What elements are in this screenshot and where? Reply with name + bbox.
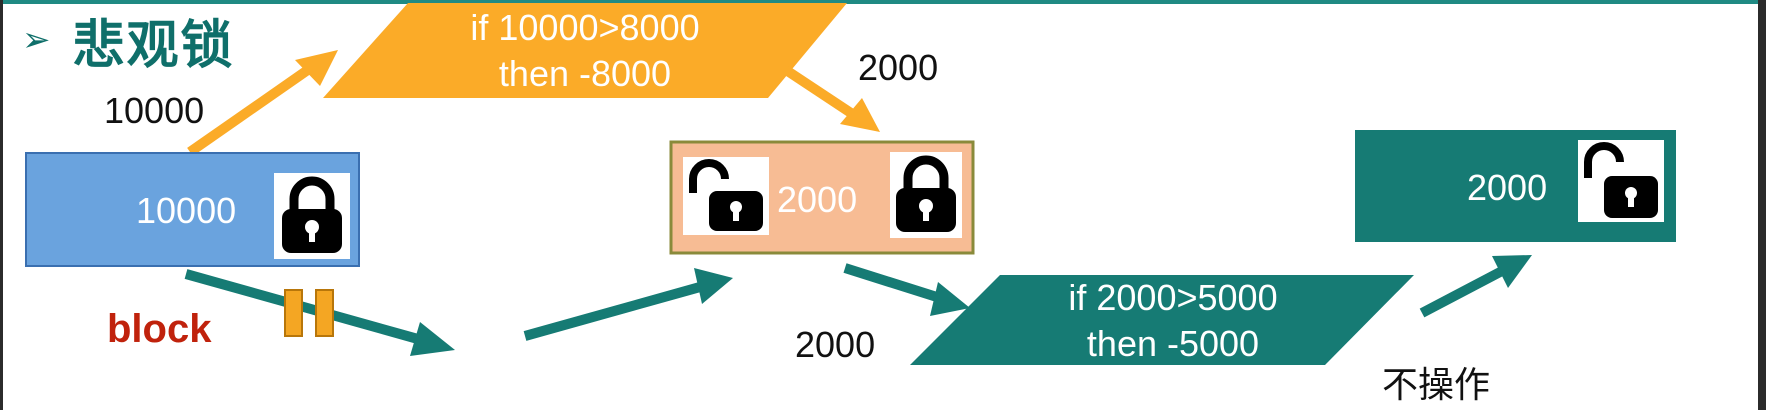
arrow-teal-3 [843, 263, 970, 316]
condition-bottom-text: if 2000>5000 then -5000 [1008, 275, 1338, 367]
condition-bottom-line2: then -5000 [1086, 323, 1260, 364]
arrow-teal-1 [184, 269, 455, 356]
right-border [1758, 0, 1766, 410]
condition-bottom-line1: if 2000>5000 [1068, 277, 1278, 318]
condition-top-line1: if 10000>8000 [470, 7, 700, 48]
label-second-read-value: 2000 [795, 324, 876, 365]
condition-top-line2: then -8000 [498, 53, 672, 94]
label-initial-read-value: 10000 [104, 90, 205, 131]
page-title: 悲观锁 [72, 15, 235, 76]
title-block: ➢ 悲观锁 [22, 8, 235, 76]
top-border [0, 0, 1766, 4]
condition-bottom-shape [910, 275, 1414, 365]
box-final-value: 2000 [1467, 167, 1548, 208]
label-write-value: 2000 [858, 47, 939, 88]
arrow-teal-2 [523, 268, 733, 341]
arrow-orange-down [783, 65, 880, 132]
condition-top-text: if 10000>8000 then -8000 [420, 5, 750, 97]
left-border [0, 0, 3, 410]
bullet-arrow-icon: ➢ [22, 21, 51, 59]
arrow-teal-4 [1419, 255, 1532, 318]
lock-closed-icon [890, 152, 962, 238]
condition-top-shape [323, 3, 847, 98]
arrow-orange-up [187, 50, 338, 157]
box-middle-value: 2000 [777, 179, 858, 220]
lock-closed-icon [274, 173, 350, 259]
block-marker [284, 289, 334, 337]
label-block: block [107, 307, 212, 351]
lock-open-icon [683, 157, 769, 235]
lock-open-icon [1578, 140, 1664, 222]
label-no-op: 不操作 [1382, 365, 1491, 406]
box-initial-value: 10000 [136, 190, 237, 231]
